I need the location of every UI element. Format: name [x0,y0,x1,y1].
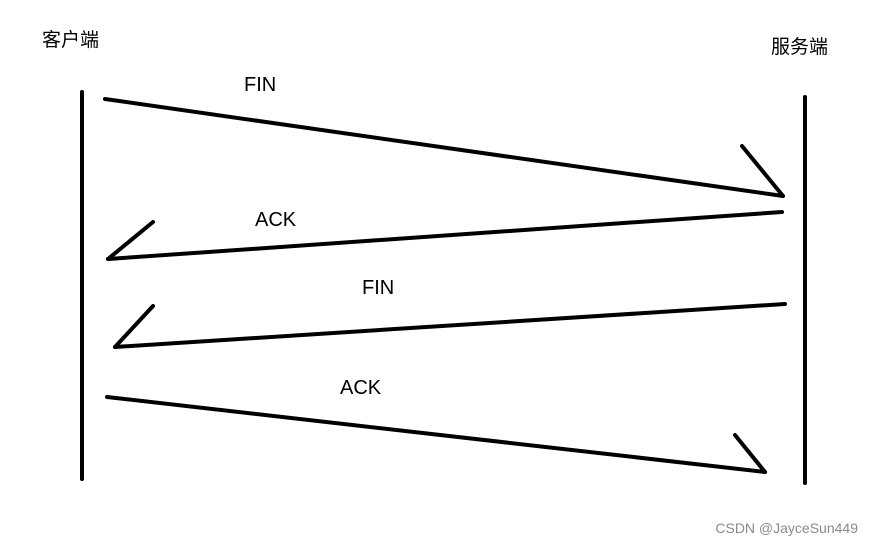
message-label-ack-2: ACK [340,377,382,399]
server-label: 服务端 [771,36,829,58]
message-label-fin-1: FIN [244,74,277,96]
watermark-text: CSDN @JayceSun449 [715,520,858,536]
arrow-head [740,144,785,198]
client-label: 客户端 [42,29,100,51]
message-label-fin-2: FIN [362,277,395,299]
message-arrow-fin-client-to-server [103,97,785,198]
message-label-ack-1: ACK [255,209,297,231]
arrow-shaft [105,395,767,474]
arrow-head [733,433,767,474]
arrow-head [106,220,155,261]
arrow-head [113,304,155,349]
message-arrow-ack-server-to-client [106,210,784,261]
arrow-shaft [106,210,784,261]
message-arrow-ack-client-to-server [105,395,767,474]
message-arrow-fin-server-to-client [113,302,787,349]
arrow-shaft [113,302,787,349]
arrow-shaft [103,97,785,198]
